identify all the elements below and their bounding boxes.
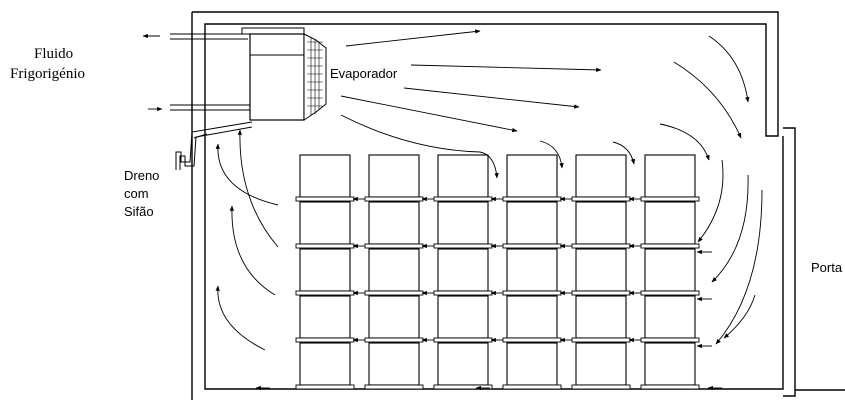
pallet-box [506,295,558,339]
pallet-base [640,384,700,390]
pallet-base [433,196,493,202]
pallet-base [571,290,631,296]
airflow-arrows [215,29,763,391]
pallet-box [368,295,420,339]
pallet-box [299,248,351,292]
flow-arrow [403,87,580,109]
fluid-label-line2: Frigorigénio [10,66,85,82]
pallet-box [437,295,489,339]
pallet-box [299,295,351,339]
pallet-box [368,201,420,245]
flow-arrow [229,205,276,296]
pallet-box [506,248,558,292]
flow-arrow [711,174,749,283]
flow-arrow [340,95,518,133]
pallet-base [571,384,631,390]
flow-arrow [612,141,636,165]
pallet-base [640,337,700,343]
pallet-base [364,196,424,202]
pallet-box [299,342,351,386]
refrigerant-pipes [142,33,262,112]
pallet-box [644,201,696,245]
pallet-base [433,337,493,343]
drain-siphon [175,121,253,170]
flow-arrow [539,140,564,169]
flow-arrow [723,294,756,339]
flow-arrow [215,285,266,351]
pallet-base [640,290,700,296]
drain-label-line1: Dreno [124,168,159,183]
pallet-base [502,290,562,296]
pallet-box [644,154,696,198]
pallet-box [506,154,558,198]
pallet-base [295,196,355,202]
flow-arrow [215,143,279,206]
flow-arrow [659,123,710,161]
pallet-box [575,201,627,245]
pallet-box [437,201,489,245]
pallet-base [295,243,355,249]
drain-label-line2: com [124,186,149,201]
pallet-box [368,248,420,292]
pallet-base [295,337,355,343]
pallet-box [644,342,696,386]
pallet-box [437,248,489,292]
evaporator-unit [241,27,327,121]
flow-arrow [237,129,279,248]
pallet-box [575,295,627,339]
pallet-box [575,248,627,292]
pallet-box [644,248,696,292]
pallet-box [368,154,420,198]
pallet-base [433,290,493,296]
flow-arrow [340,114,499,179]
pallet-base [640,243,700,249]
pallet-box [506,201,558,245]
evaporator-label: Evaporador [330,66,398,81]
pallet-box [575,154,627,198]
pallet-box [644,295,696,339]
pallet-base [433,243,493,249]
pallet-base [502,337,562,343]
fluid-label-line1: Fluido [34,46,73,62]
pallet-base [295,290,355,296]
pallet-base [364,384,424,390]
flow-arrow [715,189,763,345]
pallet-base [640,196,700,202]
pallet-base [502,196,562,202]
pallet-base [502,243,562,249]
pallet-base [571,337,631,343]
pallet-base [295,384,355,390]
pallet-box [368,342,420,386]
flow-arrow [697,159,724,243]
door-label: Porta [811,260,843,275]
pallet-box [575,342,627,386]
pallet-base [364,290,424,296]
pallet-base [571,196,631,202]
pallet-base [364,243,424,249]
pallet-base [364,337,424,343]
flow-arrow [410,64,602,73]
pallet-box [299,201,351,245]
flow-arrow [345,29,481,47]
pallet-box [437,342,489,386]
flow-arrow [673,61,742,139]
pallet-box [299,154,351,198]
pallet-base [433,384,493,390]
pallet-base [571,243,631,249]
pallet-stacks [295,154,712,390]
flow-arrow [708,35,750,103]
drain-label-line3: Sifão [124,204,154,219]
pallet-box [437,154,489,198]
pallet-base [502,384,562,390]
pallet-box [506,342,558,386]
